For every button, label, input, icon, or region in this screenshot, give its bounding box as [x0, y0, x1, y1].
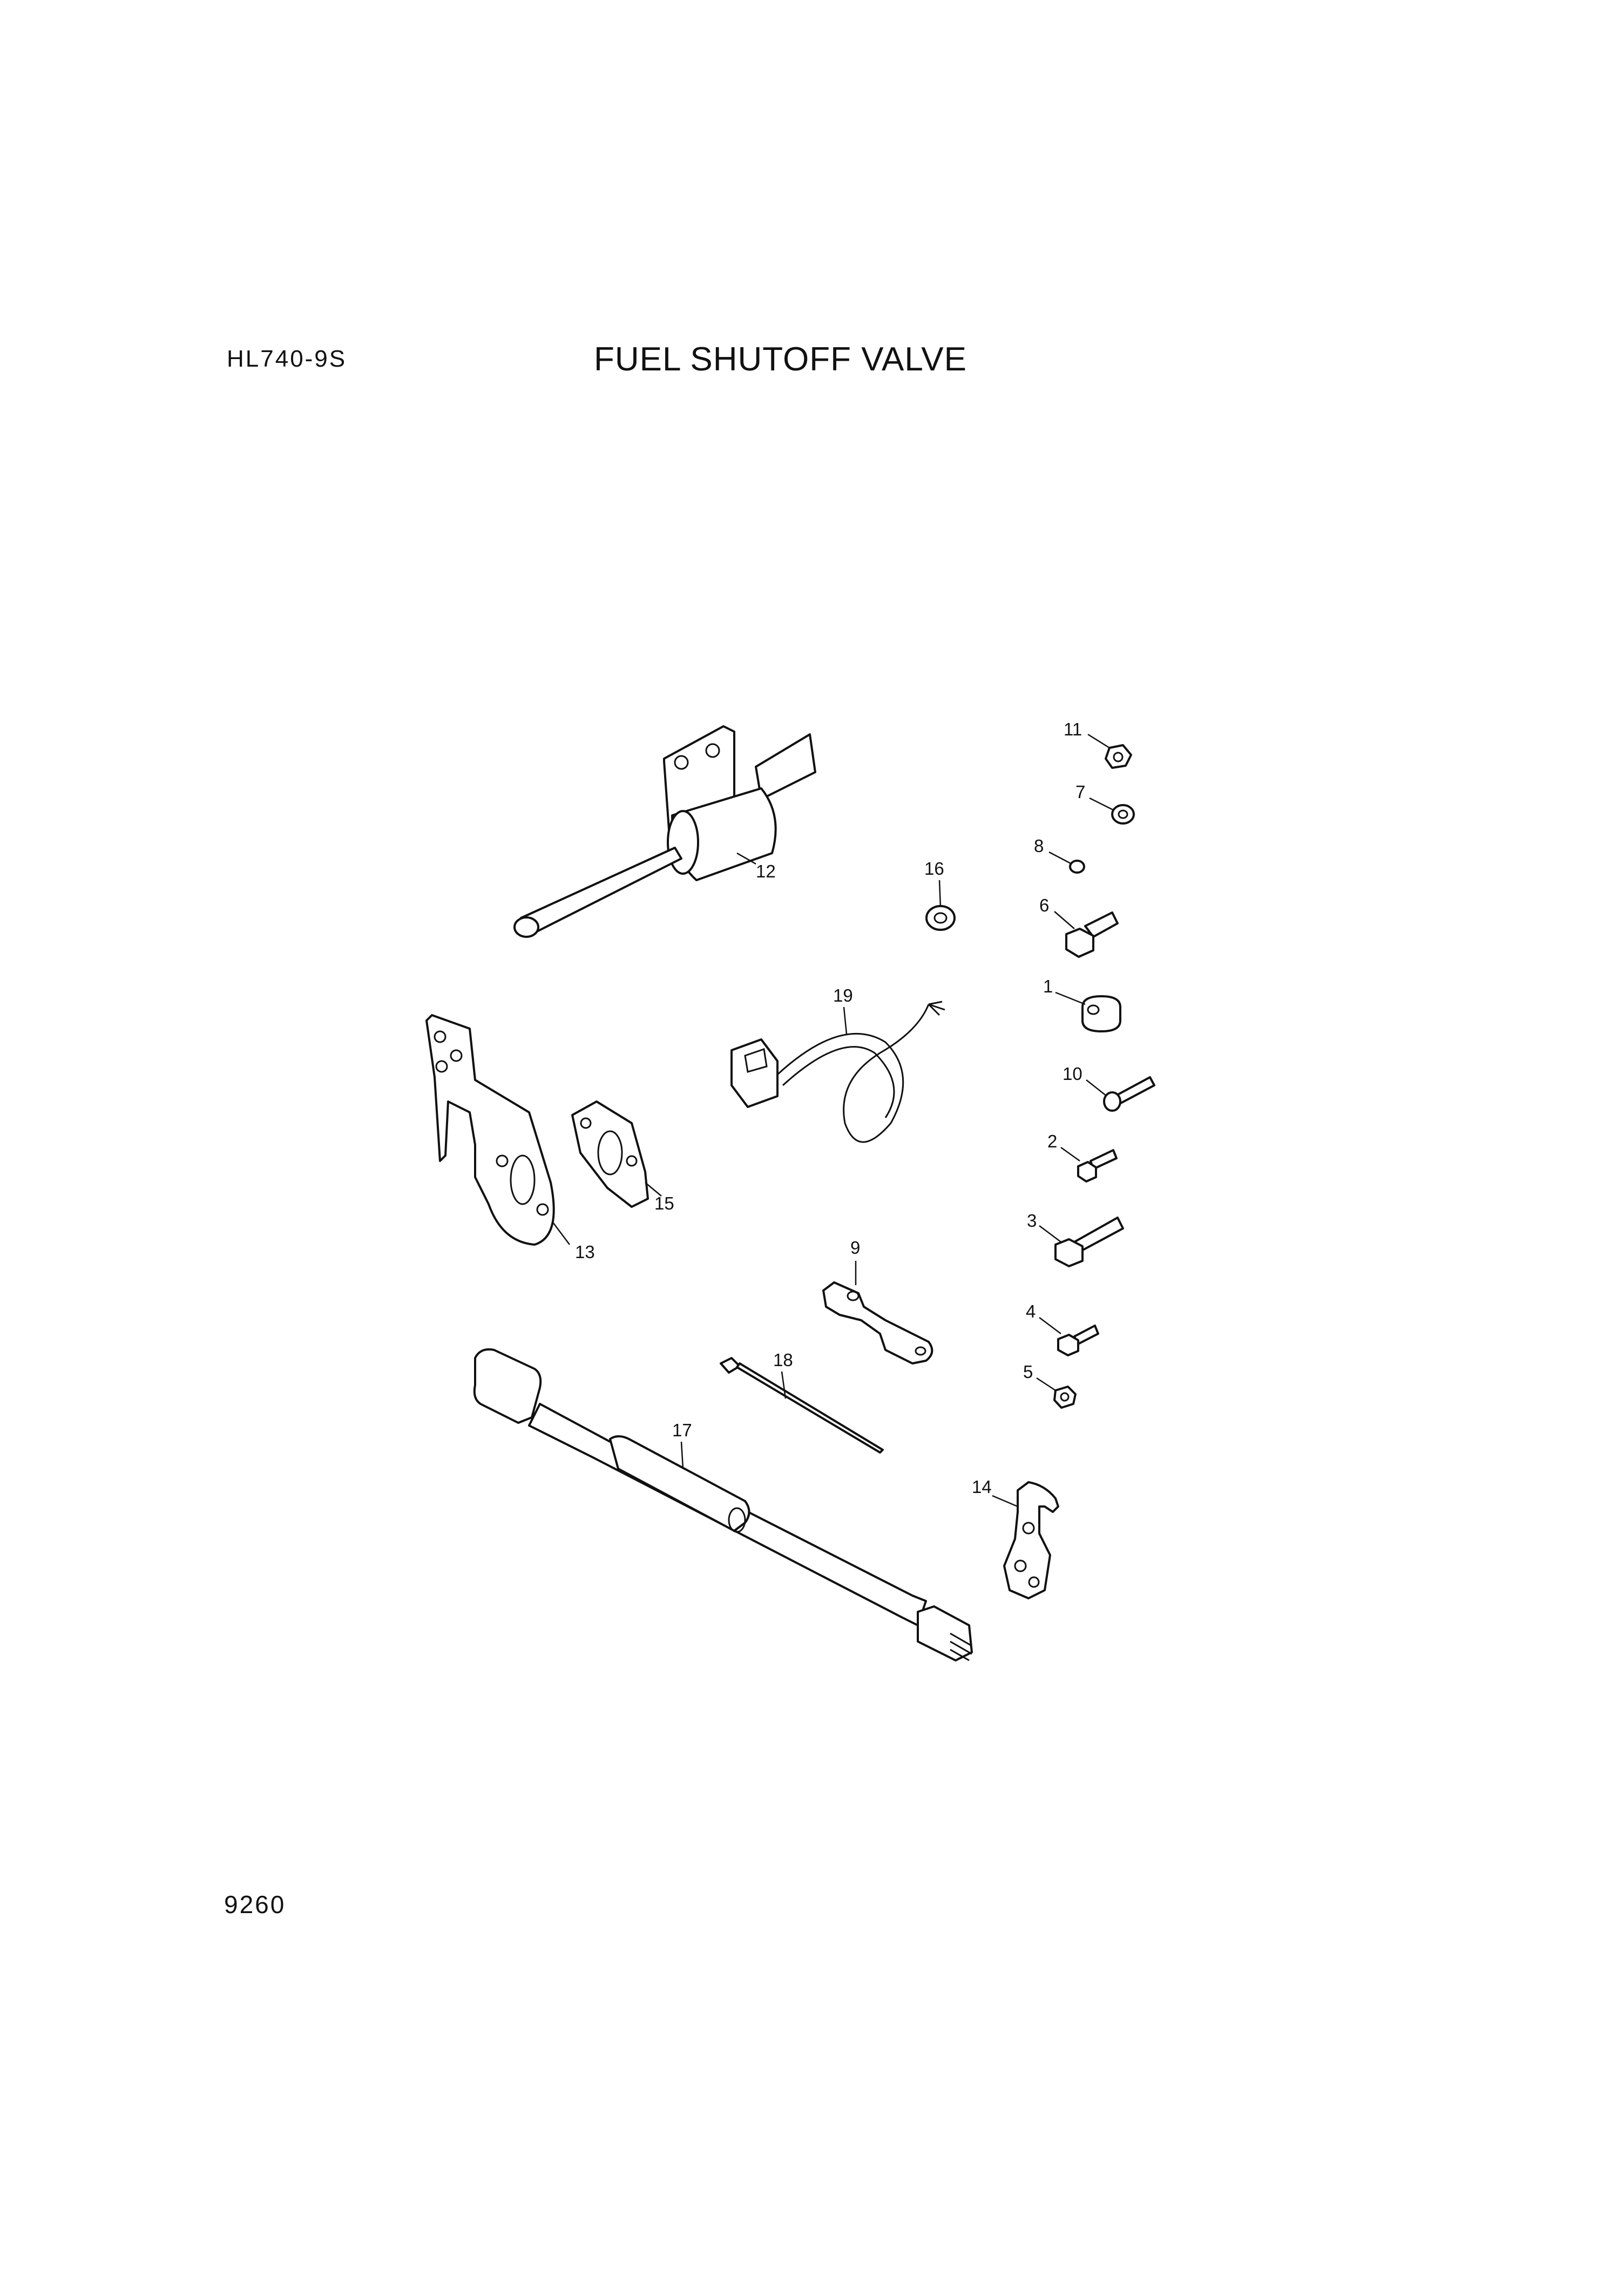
callout-16: 16	[924, 859, 944, 879]
callout-5: 5	[1023, 1362, 1033, 1382]
part-10-screw	[1103, 1076, 1155, 1112]
callout-4: 4	[1026, 1301, 1036, 1321]
callout-6: 6	[1039, 895, 1049, 915]
callout-3: 3	[1027, 1211, 1037, 1231]
model-number: HL740-9S	[227, 346, 347, 372]
part-17-harness	[473, 1348, 973, 1661]
callout-17: 17	[672, 1420, 692, 1440]
part-11-nut	[1105, 744, 1132, 769]
callout-14: 14	[972, 1477, 992, 1497]
callout-1: 1	[1043, 976, 1053, 996]
page-title: FUEL SHUTOFF VALVE	[594, 341, 967, 378]
part-16-washer	[925, 905, 956, 931]
part-4-bolt	[1057, 1325, 1099, 1356]
part-15-gasket	[571, 1100, 649, 1208]
callout-8: 8	[1034, 836, 1044, 856]
part-5-nut	[1053, 1386, 1077, 1409]
callout-7: 7	[1075, 782, 1085, 802]
callout-13: 13	[575, 1242, 595, 1262]
part-6-bolt	[1065, 911, 1119, 958]
callout-18: 18	[773, 1350, 793, 1370]
callout-12: 12	[756, 861, 776, 881]
part-18-cable-tie	[720, 1357, 884, 1454]
callout-11: 11	[1064, 719, 1082, 739]
callout-10: 10	[1063, 1064, 1082, 1084]
part-12-solenoid	[513, 725, 816, 938]
callout-19: 19	[833, 985, 853, 1005]
callout-9: 9	[850, 1238, 860, 1258]
part-1-spacer	[1081, 995, 1121, 1032]
part-14-lever	[1003, 1481, 1059, 1599]
leader-lines	[553, 733, 1114, 1508]
part-13-bracket	[425, 1014, 555, 1246]
part-2-bolt	[1077, 1149, 1118, 1183]
callout-labels: 1 2 3 4 5 6 7 8 9 10 11 12 13 14 15 16 1…	[575, 719, 1085, 1497]
callout-2: 2	[1047, 1131, 1057, 1151]
part-3-bolt	[1054, 1217, 1124, 1267]
callout-15: 15	[654, 1193, 674, 1213]
page-number: 9260	[224, 1890, 286, 1919]
part-8-washer	[1069, 860, 1085, 874]
part-9-clamp	[822, 1281, 933, 1364]
part-7-washer	[1111, 804, 1135, 825]
part-19-harness	[730, 1001, 945, 1143]
